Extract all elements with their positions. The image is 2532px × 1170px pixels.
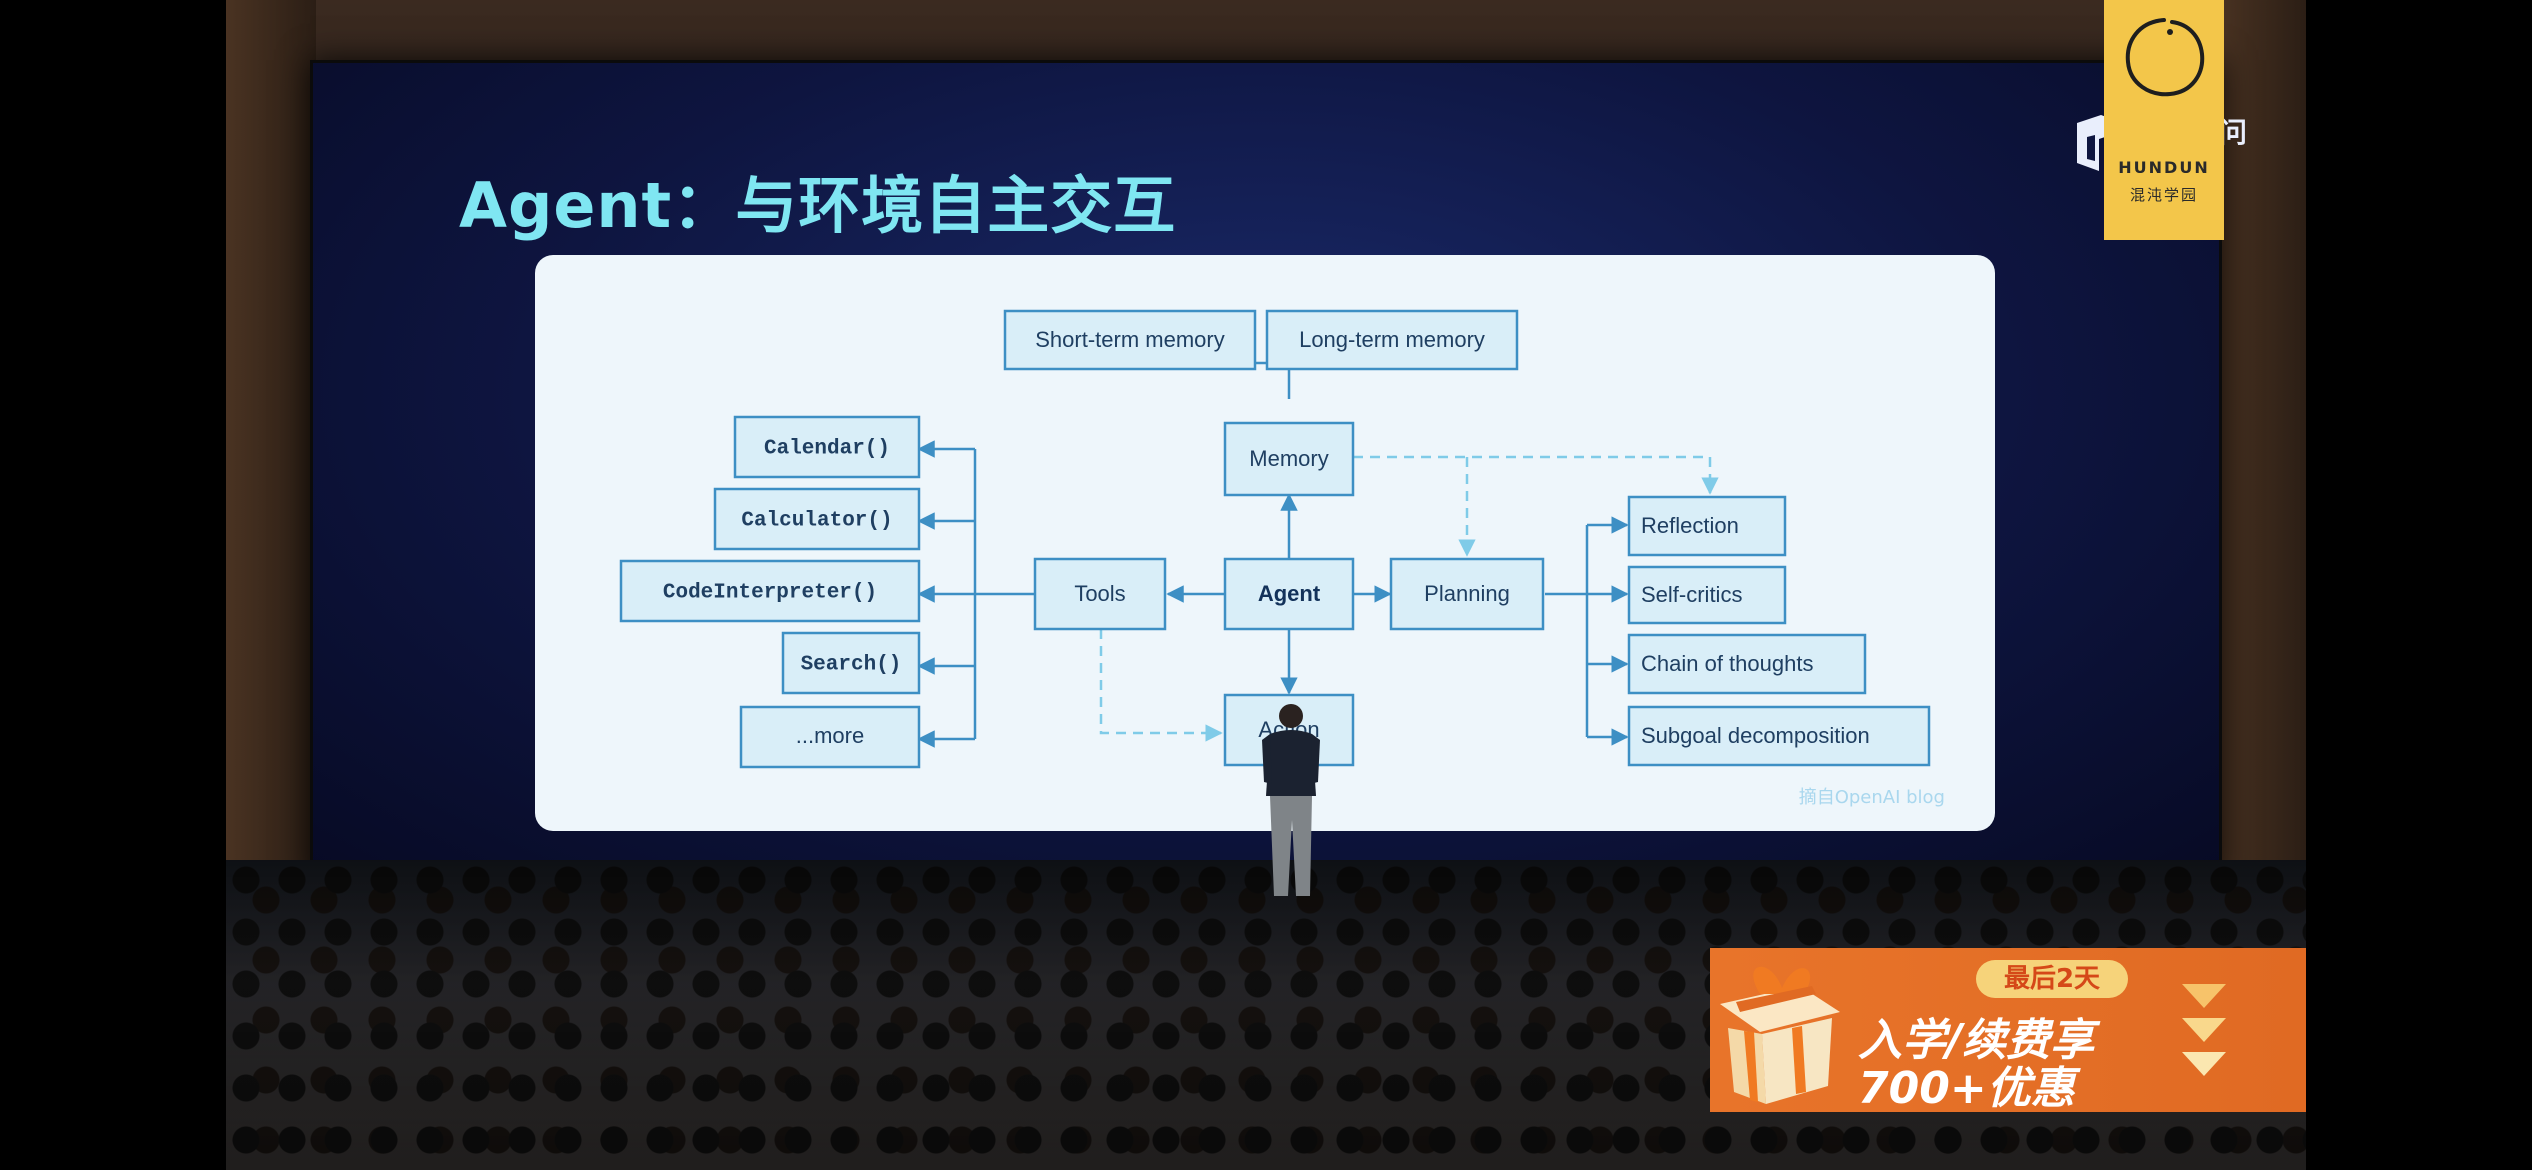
label-self-critics: Self-critics xyxy=(1641,582,1742,607)
speaker-figure xyxy=(1262,704,1320,896)
diagram-dashed-connectors xyxy=(1099,455,1719,742)
box-self-critics xyxy=(1627,565,1787,625)
box-agent xyxy=(1223,557,1355,631)
box-short-term-memory xyxy=(1003,309,1257,371)
label-memory: Memory xyxy=(1249,446,1328,471)
label-planning: Planning xyxy=(1424,581,1510,606)
badge-brand: HUNDUN xyxy=(2118,158,2210,177)
box-tools xyxy=(1033,557,1167,631)
box-code-interpreter xyxy=(619,559,921,623)
label-code-interpreter: CodeInterpreter() xyxy=(663,582,877,605)
label-calculator: Calculator() xyxy=(741,510,892,533)
label-search: Search() xyxy=(801,654,902,677)
promo-line-1: 入学/续费享 xyxy=(1858,1015,2095,1066)
label-more: ...more xyxy=(796,723,864,748)
label-short-term-memory: Short-term memory xyxy=(1035,327,1224,352)
box-memory xyxy=(1223,421,1355,497)
box-search xyxy=(781,631,921,695)
label-calendar: Calendar() xyxy=(764,438,890,461)
diagram-panel: Short-term memory Long-term memory Memor… xyxy=(535,255,1995,831)
box-chain-of-thoughts xyxy=(1627,633,1867,695)
gift-box-icon xyxy=(1720,966,1840,1104)
projection-screen: Agent：与环境自主交互 出门问问 mobvoi xyxy=(310,60,2247,882)
label-long-term-memory: Long-term memory xyxy=(1299,327,1485,352)
box-subgoal-decomposition xyxy=(1627,705,1931,767)
left-wall xyxy=(226,0,316,900)
label-agent: Agent xyxy=(1258,581,1321,606)
box-planning xyxy=(1389,557,1545,631)
diagram-connectors xyxy=(917,343,1629,748)
badge-subtitle: 混沌学园 xyxy=(2129,186,2198,204)
label-subgoal-decomposition: Subgoal decomposition xyxy=(1641,723,1870,748)
hundun-circle-icon xyxy=(2125,18,2205,97)
source-note: 摘自OpenAI blog xyxy=(1799,787,1945,808)
promo-deadline-pill: 最后2天 xyxy=(1976,960,2128,998)
label-chain-of-thoughts: Chain of thoughts xyxy=(1641,651,1813,676)
hundun-watermark: HUNDUN 混沌学园 xyxy=(2104,0,2224,240)
right-wall xyxy=(2216,0,2306,900)
video-frame: Agent：与环境自主交互 出门问问 mobvoi xyxy=(226,0,2306,1170)
label-tools: Tools xyxy=(1074,581,1125,606)
box-more xyxy=(739,705,921,769)
agent-diagram: Short-term memory Long-term memory Memor… xyxy=(619,309,1945,808)
box-reflection xyxy=(1627,495,1787,557)
label-reflection: Reflection xyxy=(1641,513,1739,538)
box-calendar xyxy=(733,415,921,479)
box-long-term-memory xyxy=(1265,309,1519,371)
chevron-down-icon xyxy=(2182,984,2226,1076)
slide-title: Agent：与环境自主交互 xyxy=(459,169,1177,242)
promo-banner[interactable]: 最后2天 入学/续费享 700+优惠 xyxy=(1710,948,2306,1114)
promo-line-2: 700+优惠 xyxy=(1858,1063,2075,1114)
box-calculator xyxy=(713,487,921,551)
